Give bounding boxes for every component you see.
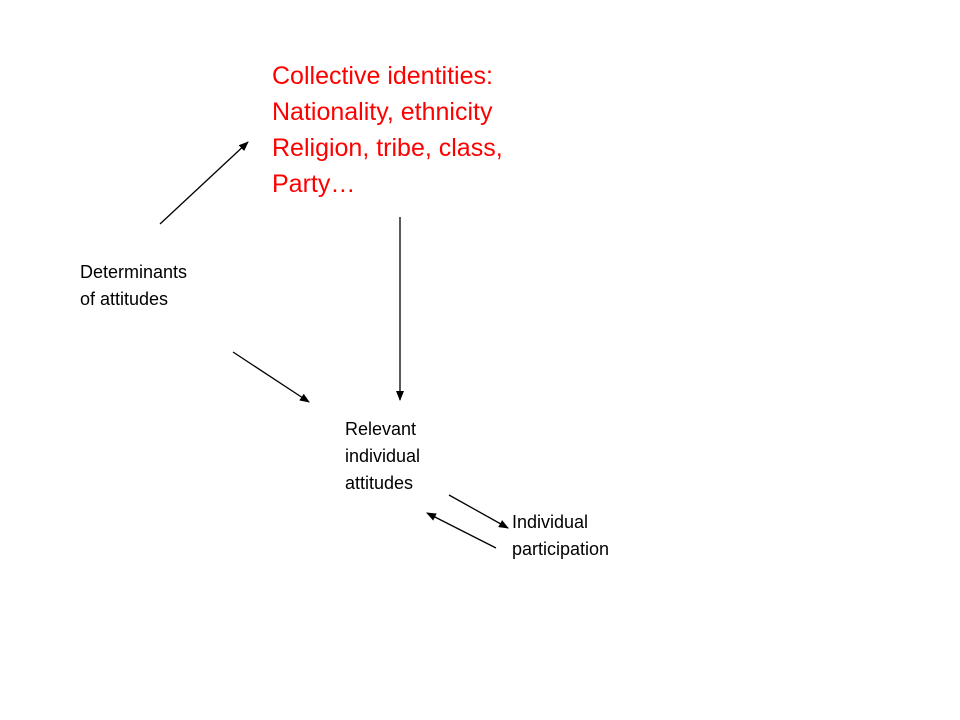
arrow-determinants-to-relevant: [232, 351, 310, 403]
arrow-relevant-to-participation: [448, 494, 509, 529]
collective-identities-line-1: Collective identities:: [272, 62, 493, 90]
participation-line-1: Individual: [512, 512, 589, 532]
relevant-line-1: Relevant: [345, 419, 417, 439]
collective-identities-line-2: Nationality, ethnicity: [272, 98, 493, 126]
collective-identities-line-4: Party…: [272, 170, 356, 198]
collective-identities-node: Collective identities: Nationality, ethn…: [272, 58, 503, 202]
determinants-of-attitudes-node: Determinants of attitudes: [80, 259, 187, 313]
participation-line-2: participation: [512, 539, 610, 559]
relevant-line-2: individual: [345, 446, 421, 466]
relevant-individual-attitudes-node: Relevant individual attitudes: [345, 416, 420, 497]
collective-identities-line-3: Religion, tribe, class,: [272, 134, 503, 162]
relevant-line-3: attitudes: [345, 473, 414, 493]
arrow-participation-to-relevant: [426, 512, 497, 549]
individual-participation-node: Individual participation: [512, 509, 609, 563]
arrow-determinants-to-collective: [159, 141, 249, 225]
determinants-line-2: of attitudes: [80, 289, 169, 309]
determinants-line-1: Determinants: [80, 262, 188, 282]
